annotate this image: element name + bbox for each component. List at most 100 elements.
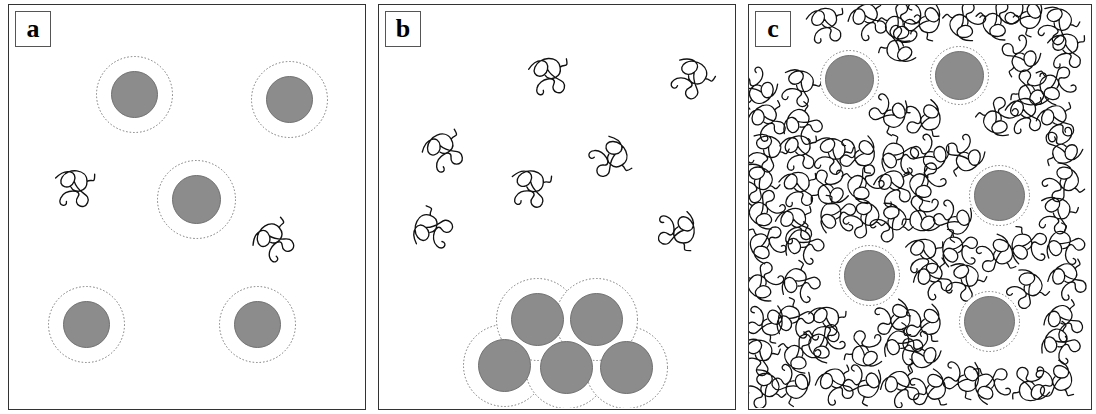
polymer-coil — [1005, 97, 1044, 134]
polymer-coil — [419, 129, 467, 176]
polymer-coil — [1040, 222, 1089, 272]
particle-halo — [970, 166, 1030, 226]
particle-halo — [49, 287, 125, 363]
polymer-coil — [248, 217, 299, 268]
polymer-coil — [776, 260, 826, 310]
polymer-coil — [976, 5, 1025, 46]
figure-panel: b — [378, 4, 736, 410]
figure-panel: a — [8, 4, 366, 410]
illustration-group — [407, 52, 716, 408]
illustration-group — [49, 57, 328, 363]
polymer-coil — [771, 297, 819, 346]
colloid-particle — [479, 340, 531, 392]
polymer-coil — [903, 237, 944, 276]
polymer-coil — [1034, 102, 1078, 144]
polymer-coil — [749, 128, 790, 177]
panel-letter: b — [396, 16, 410, 42]
polymer-coil — [942, 130, 990, 177]
colloid-particle — [512, 294, 564, 346]
polymer-coil — [777, 101, 827, 151]
polymer-coil — [51, 167, 95, 209]
colloid-particle — [936, 52, 984, 100]
particle-halo — [97, 57, 173, 133]
polymer-coil — [778, 329, 826, 378]
polymer-coil — [506, 166, 552, 211]
polymer-coil — [1031, 191, 1079, 238]
particle-halo — [252, 62, 328, 138]
polymer-coil — [778, 172, 816, 208]
polymer-coil — [878, 21, 925, 67]
polymer-coil — [998, 31, 1045, 77]
polymer-coil — [974, 232, 1017, 276]
panel-illustration — [9, 5, 364, 408]
polymer-coil — [844, 327, 890, 371]
polymer-coil — [774, 206, 815, 245]
polymer-coil — [767, 357, 817, 407]
polymer-coil — [1035, 359, 1074, 400]
polymer-coil — [1009, 226, 1050, 269]
polymer-coil — [811, 167, 851, 206]
polymer-coil — [1030, 5, 1080, 50]
panel-illustration — [749, 5, 1090, 408]
polymer-coil — [803, 320, 849, 367]
colloid-particle — [267, 77, 313, 123]
polymer-coil — [909, 368, 947, 407]
panel-illustration — [379, 5, 734, 408]
panel-letter: c — [767, 16, 779, 42]
polymer-coil — [900, 5, 945, 41]
panel-letter: a — [27, 16, 40, 42]
colloid-particle — [541, 342, 593, 394]
colloid-particle — [571, 294, 623, 346]
colloid-particle — [601, 342, 653, 394]
polymer-coil — [655, 207, 697, 251]
polymer-coil — [749, 185, 791, 235]
polymer-coil — [816, 195, 859, 239]
polymer-coil — [749, 100, 790, 145]
illustration-group — [749, 5, 1090, 408]
polymer-coil — [1036, 63, 1079, 108]
polymer-coil — [874, 299, 911, 337]
polymer-coil — [942, 5, 992, 47]
colloid-particle — [235, 302, 281, 348]
polymer-coil — [838, 357, 887, 406]
polymer-coil — [899, 328, 945, 372]
polymer-coil — [774, 63, 823, 111]
polymer-coil — [904, 301, 943, 341]
polymer-coil — [864, 197, 913, 247]
polymer-coil — [845, 5, 891, 44]
polymer-coil — [841, 160, 889, 208]
particle-halo — [840, 246, 900, 306]
figure-panel: c — [748, 4, 1092, 410]
polymer-coil — [1043, 126, 1085, 166]
polymer-coil — [780, 136, 817, 171]
polymer-coil — [905, 98, 941, 136]
colloid-particle — [965, 297, 1015, 347]
polymer-coil — [749, 298, 787, 344]
colloid-particle — [975, 171, 1025, 221]
polymer-coil — [909, 258, 957, 305]
particle-halo — [931, 47, 989, 105]
polymer-coil — [749, 223, 788, 266]
polymer-coil — [529, 59, 567, 95]
colloid-particle — [845, 251, 895, 301]
colloid-particle — [173, 176, 221, 224]
polymer-coil — [903, 158, 951, 207]
panel-letter-box: a — [15, 11, 51, 47]
panel-letter-box: b — [385, 11, 421, 47]
polymer-coil — [749, 62, 782, 109]
polymer-coil — [806, 8, 843, 43]
particle-halo — [220, 287, 296, 363]
polymer-coil — [1000, 5, 1048, 37]
polymer-coil — [749, 158, 780, 208]
colloid-particle — [826, 56, 874, 104]
polymer-coil — [779, 221, 829, 271]
polymer-coil — [1035, 321, 1085, 371]
panel-letter-box: c — [755, 11, 791, 47]
particle-halo — [158, 161, 236, 239]
polymer-coil — [812, 365, 857, 408]
particle-halo — [821, 51, 879, 109]
polymer-coil — [407, 205, 458, 256]
colloid-particle — [112, 72, 158, 118]
polymer-coil — [1044, 259, 1090, 304]
